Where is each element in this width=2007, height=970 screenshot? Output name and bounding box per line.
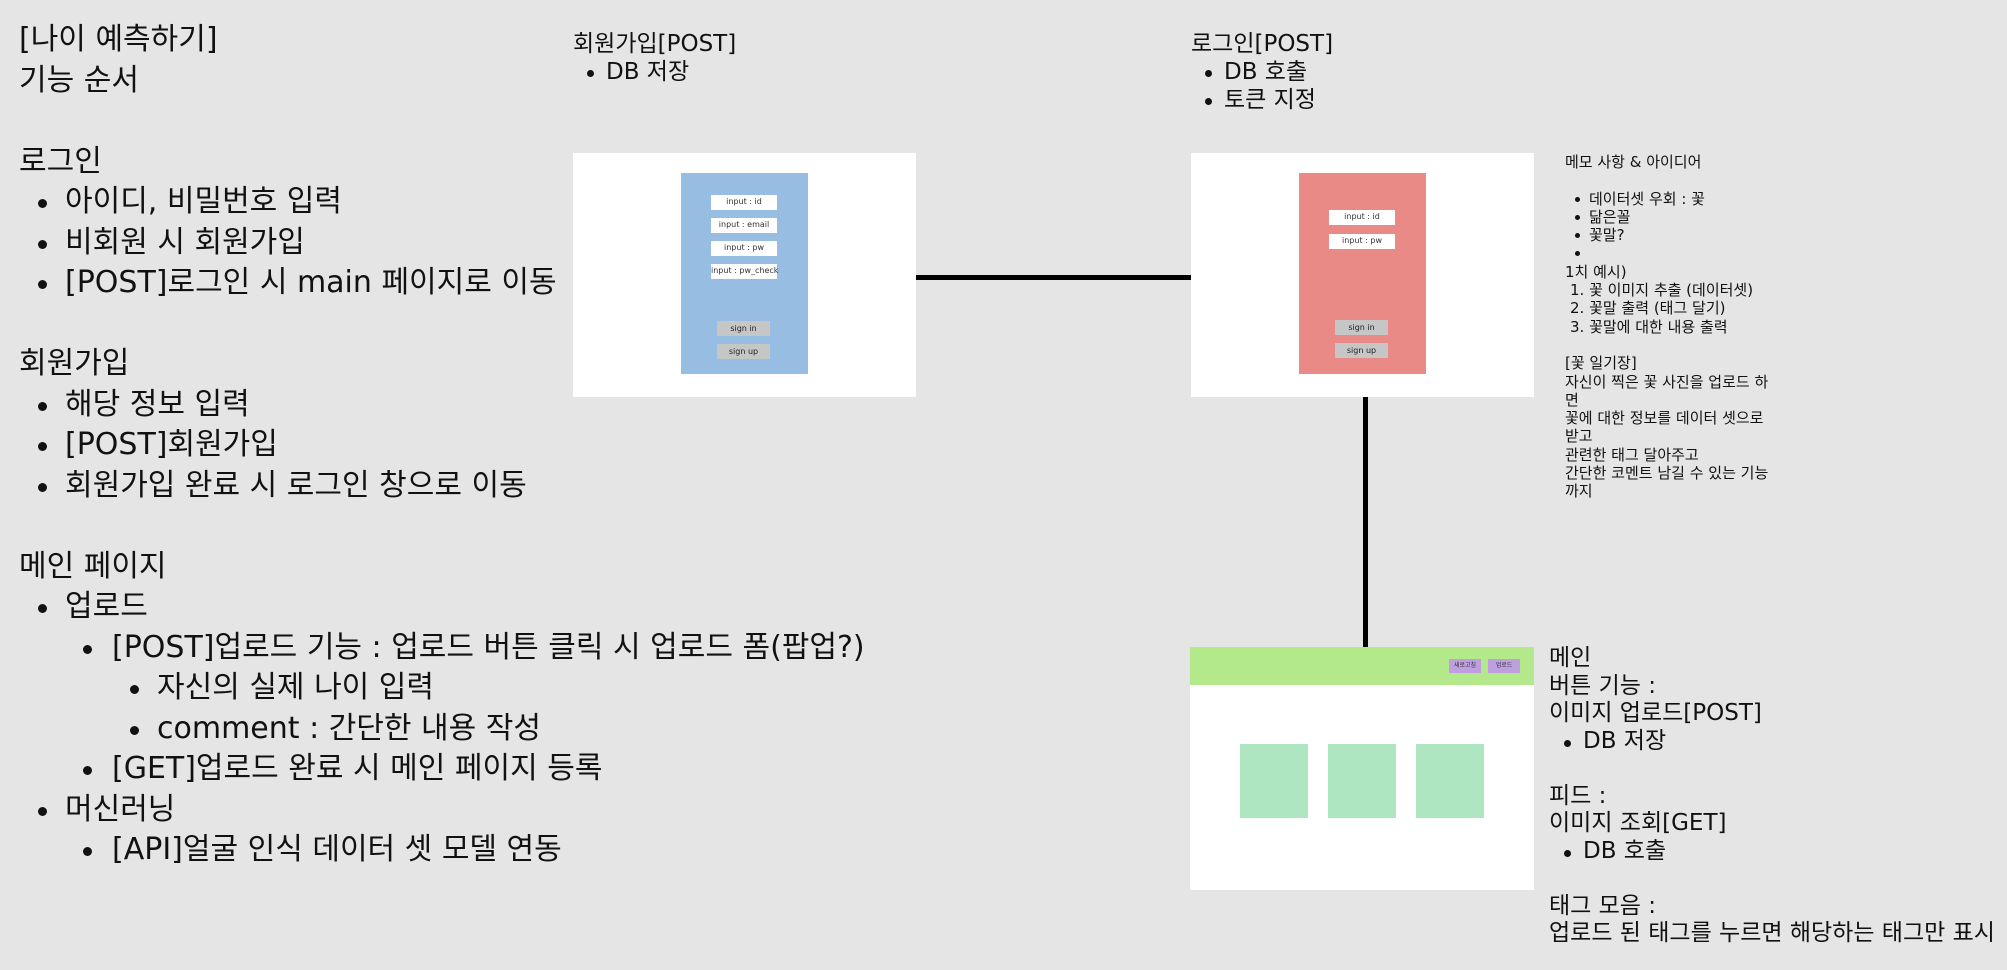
- signup-item: [POST]회원가입: [19, 425, 579, 466]
- memo-bullet: 데이터셋 우회 : 꽃: [1565, 190, 1785, 208]
- login-sign-up-button[interactable]: sign up: [1335, 343, 1388, 358]
- login-id-field[interactable]: input : id: [1329, 210, 1395, 225]
- memo-bullet: 닮은꼴: [1565, 208, 1785, 226]
- spec-title: [나이 예측하기]: [19, 22, 218, 57]
- memo-diary-line: 꽃에 대한 정보를 데이터 셋으로: [1565, 409, 1764, 428]
- login-note-item: DB 호출: [1191, 58, 1333, 86]
- feed-card[interactable]: [1328, 744, 1396, 818]
- upload-sub-item: comment : 간단한 내용 작성: [19, 709, 579, 750]
- memo-diary-title: [꽃 일기장]: [1565, 354, 1637, 373]
- memo-note: 메모 사항 & 아이디어 데이터셋 우회 : 꽃 닮은꼴 꽃말? 1치 예시) …: [1565, 153, 1785, 501]
- login-note-title: 로그인[POST]: [1191, 31, 1334, 57]
- login-item: 비회원 시 회원가입: [19, 223, 579, 264]
- main-note-tags-label: 태그 모음 :: [1549, 892, 1657, 919]
- upload-sub-item: 자신의 실제 나이 입력: [19, 668, 579, 709]
- memo-diary-line: 까지: [1565, 482, 1593, 501]
- signup-note-item: DB 저장: [573, 58, 736, 86]
- signup-note: 회원가입[POST] DB 저장: [573, 30, 736, 86]
- login-note: 로그인[POST] DB 호출 토큰 지정: [1191, 30, 1333, 114]
- main-nav-bar: 새로고침 업로드: [1190, 647, 1534, 685]
- memo-example-step: 1. 꽃 이미지 추출 (데이터셋): [1570, 281, 1754, 300]
- memo-title: 메모 사항 & 아이디어: [1565, 153, 1702, 171]
- signup-phone: input : id input : email input : pw inpu…: [681, 173, 808, 374]
- main-note-upload-item: DB 저장: [1549, 728, 1995, 756]
- main-note-buttons-label: 버튼 기능 :: [1549, 672, 1657, 699]
- spec-subtitle: 기능 순서: [19, 62, 139, 98]
- login-heading: 로그인: [19, 143, 102, 179]
- upload-button[interactable]: 업로드: [1488, 659, 1520, 673]
- memo-example-step: 3. 꽃말에 대한 내용 출력: [1570, 317, 1728, 336]
- signup-pw-field[interactable]: input : pw: [711, 241, 777, 256]
- main-item-ml: 머신러닝: [19, 790, 579, 831]
- ml-api: [API]얼굴 인식 데이터 셋 모델 연동: [19, 830, 579, 871]
- memo-diary-line: 받고: [1565, 427, 1593, 446]
- memo-bullet: [1565, 244, 1785, 262]
- feed-card[interactable]: [1416, 744, 1484, 818]
- main-heading: 메인 페이지: [19, 548, 167, 584]
- main-screen-frame: 새로고침 업로드: [1190, 647, 1534, 890]
- main-note: 메인 버튼 기능 : 이미지 업로드[POST] DB 저장 피드 : 이미지 …: [1549, 645, 1995, 948]
- main-note-feed-item: DB 호출: [1549, 838, 1995, 866]
- connector-signup-login: [916, 275, 1191, 280]
- upload-feature: [POST]업로드 기능 : 업로드 버튼 클릭 시 업로드 폼(팝업?): [19, 628, 865, 669]
- signup-sign-in-button[interactable]: sign in: [717, 321, 770, 336]
- login-note-item: 토큰 지정: [1191, 86, 1333, 114]
- memo-bullet: 꽃말?: [1565, 226, 1785, 244]
- signup-item: 회원가입 완료 시 로그인 창으로 이동: [19, 466, 579, 507]
- login-screen-frame: input : id input : pw sign in sign up: [1191, 153, 1534, 397]
- main-note-feed-label: 피드 :: [1549, 782, 1607, 809]
- main-note-tags-desc: 업로드 된 태그를 누르면 해당하는 태그만 표시: [1549, 920, 1995, 946]
- feed-card[interactable]: [1240, 744, 1308, 818]
- memo-diary-line: 자신이 찍은 꽃 사진을 업로드 하: [1565, 372, 1769, 391]
- signup-sign-up-button[interactable]: sign up: [717, 344, 770, 359]
- spec-text-block: [나이 예측하기] 기능 순서 로그인 아이디, 비밀번호 입력 비회원 시 회…: [19, 20, 865, 871]
- login-item: [POST]로그인 시 main 페이지로 이동: [19, 263, 579, 304]
- memo-example-title: 1치 예시): [1565, 262, 1627, 281]
- login-pw-field[interactable]: input : pw: [1329, 234, 1395, 249]
- main-note-title: 메인: [1549, 645, 1592, 671]
- signup-item: 해당 정보 입력: [19, 385, 579, 426]
- main-item-upload: 업로드: [19, 587, 579, 628]
- signup-note-title: 회원가입[POST]: [573, 31, 737, 57]
- memo-diary-line: 면: [1565, 390, 1579, 409]
- signup-id-field[interactable]: input : id: [711, 195, 777, 210]
- main-note-upload-label: 이미지 업로드[POST]: [1549, 700, 1762, 726]
- main-note-feed-view: 이미지 조회[GET]: [1549, 810, 1727, 836]
- memo-example-step: 2. 꽃말 출력 (태그 달기): [1570, 299, 1726, 318]
- signup-screen-frame: input : id input : email input : pw inpu…: [573, 153, 916, 397]
- memo-diary-line: 간단한 코멘트 남길 수 있는 기능: [1565, 464, 1769, 483]
- signup-pw-check-field[interactable]: input : pw_check: [711, 264, 778, 279]
- signup-heading: 회원가입: [19, 346, 130, 381]
- connector-login-main: [1363, 397, 1368, 647]
- login-sign-in-button[interactable]: sign in: [1335, 320, 1388, 335]
- login-item: 아이디, 비밀번호 입력: [19, 182, 579, 223]
- signup-email-field[interactable]: input : email: [711, 218, 777, 233]
- refresh-button[interactable]: 새로고침: [1449, 659, 1481, 673]
- memo-diary-line: 관련한 태그 달아주고: [1565, 445, 1699, 464]
- upload-done: [GET]업로드 완료 시 메인 페이지 등록: [19, 749, 602, 790]
- login-phone: input : id input : pw sign in sign up: [1299, 173, 1426, 374]
